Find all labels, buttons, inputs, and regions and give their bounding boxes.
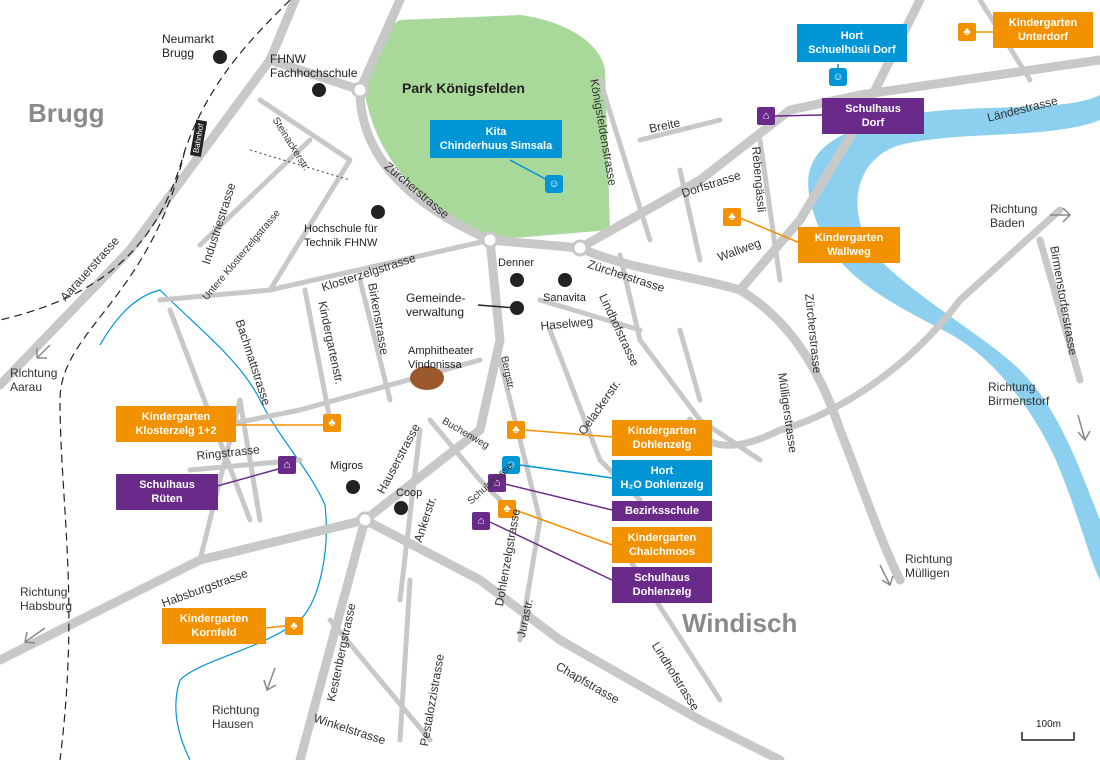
landmark-dot — [312, 83, 326, 97]
park-label: Park Königsfelden — [402, 80, 525, 96]
landmark-dot — [510, 273, 524, 287]
label-denner: Denner — [498, 257, 535, 269]
roundabout — [351, 81, 369, 99]
schoolhouse-icon[interactable]: ⌂ — [278, 456, 296, 474]
kindergarten-icon[interactable]: ♣ — [507, 421, 525, 439]
label-coop: Coop — [396, 487, 423, 499]
roundabout — [356, 511, 374, 529]
scale-label: 100m — [1036, 719, 1062, 730]
label-sanavita: Sanavita — [543, 292, 586, 304]
roundabout — [481, 231, 499, 249]
kindergarten-icon[interactable]: ♣ — [723, 208, 741, 226]
landmark-dot — [510, 301, 524, 315]
railway — [0, 0, 291, 321]
smiley-icon[interactable]: ☺ — [502, 456, 520, 474]
kindergarten-icon[interactable]: ♣ — [498, 500, 516, 518]
schoolhouse-icon[interactable]: ⌂ — [757, 107, 775, 125]
kindergarten-icon[interactable]: ♣ — [958, 23, 976, 41]
kindergarten-icon[interactable]: ♣ — [323, 414, 341, 432]
aare-river — [808, 95, 1100, 580]
scale-bar — [1021, 732, 1075, 741]
landmark-dot — [213, 50, 227, 64]
box-bezirksschule[interactable]: Bezirksschule — [612, 501, 712, 521]
town-windisch: Windisch — [682, 608, 798, 638]
smiley-icon[interactable]: ☺ — [545, 175, 563, 193]
landmark-dot — [394, 501, 408, 515]
smiley-icon[interactable]: ☺ — [829, 68, 847, 86]
landmark-dot — [371, 205, 385, 219]
landmark-dot — [558, 273, 572, 287]
creek — [99, 289, 327, 760]
amphitheater-shape — [410, 366, 444, 390]
railway — [59, 149, 186, 760]
town-brugg: Brugg — [28, 98, 105, 128]
schoolhouse-icon[interactable]: ⌂ — [472, 512, 490, 530]
landmark-dot — [346, 480, 360, 494]
roundabout — [571, 239, 589, 257]
label-migros: Migros — [330, 460, 364, 472]
kindergarten-icon[interactable]: ♣ — [285, 617, 303, 635]
label-gemeindeverwaltung: Gemeinde-verwaltung — [406, 291, 466, 319]
schoolhouse-icon[interactable]: ⌂ — [488, 474, 506, 492]
